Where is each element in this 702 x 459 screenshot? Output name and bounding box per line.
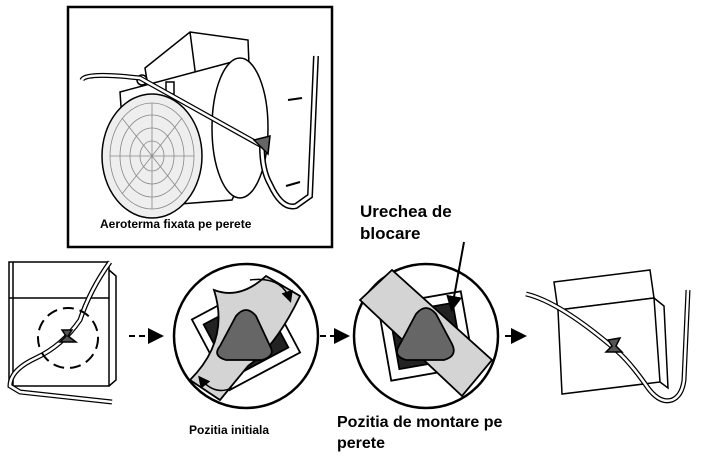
locking-knob-icon xyxy=(216,309,273,361)
wall-mounted-heater-icon xyxy=(79,31,319,219)
locking-ear-pointer xyxy=(446,241,465,312)
wall-position-line1: Pozitia de montare pe xyxy=(337,414,503,431)
zoom-circle xyxy=(37,307,99,369)
heater-mounted-caption: Aeroterma fixata pe perete xyxy=(100,217,252,231)
heater-panel: Aeroterma fixata pe perete xyxy=(66,5,334,249)
heater-side-view-initial xyxy=(7,260,117,405)
initial-position-label: Pozitia initiala xyxy=(189,423,270,437)
closeup-wall-position xyxy=(352,241,500,410)
wall-position-label: Pozitia de montare pe perete xyxy=(337,412,502,454)
locking-ear-line2: blocare xyxy=(360,224,421,243)
locking-knob-icon xyxy=(396,307,455,361)
closeup-initial-position xyxy=(172,262,320,410)
wall-bracket-icon xyxy=(7,260,113,405)
locking-knob-icon xyxy=(58,329,79,343)
heater-side-view-final xyxy=(525,269,691,404)
locking-ear-label: Urechea de blocare xyxy=(360,201,452,245)
locking-ear-line1: Urechea de xyxy=(360,202,452,221)
wall-position-line2: perete xyxy=(337,435,386,452)
locking-knob-icon xyxy=(604,337,624,353)
